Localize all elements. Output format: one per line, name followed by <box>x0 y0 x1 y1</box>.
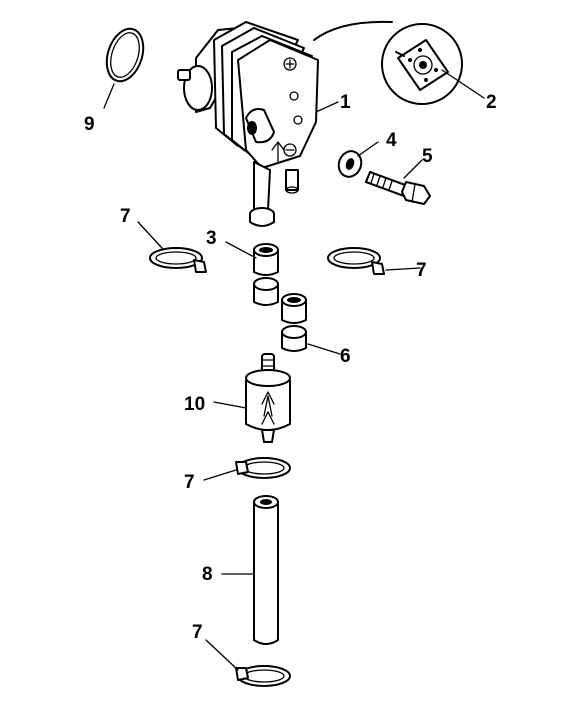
hose-clamp-part-upper-right <box>327 247 385 275</box>
callout-6: 6 <box>340 346 351 367</box>
callout-8: 8 <box>202 564 213 585</box>
hose-clamp-part-upper-left <box>149 247 207 273</box>
hose-clamp-part-lower <box>235 665 291 687</box>
fuel-pump-part <box>177 21 319 227</box>
callout-7-upper-left: 7 <box>120 206 131 227</box>
leader-lines <box>103 69 485 671</box>
callout-9: 9 <box>84 114 95 135</box>
fuel-hose-part <box>253 495 279 645</box>
hose-clamp-part-middle <box>235 457 291 479</box>
washer-part <box>337 150 363 178</box>
callout-10: 10 <box>184 394 205 415</box>
callout-2: 2 <box>486 92 497 113</box>
callout-7-middle: 7 <box>184 472 195 493</box>
detail-leader-line <box>313 20 393 41</box>
hose-segment-part-left <box>253 243 279 306</box>
fuel-filter-part <box>245 353 291 443</box>
hose-segment-part-right <box>281 293 307 352</box>
callout-4: 4 <box>386 130 397 151</box>
callout-1: 1 <box>340 92 351 113</box>
o-ring-part <box>105 27 145 83</box>
callout-5: 5 <box>422 146 433 167</box>
callout-3: 3 <box>206 228 217 249</box>
bolt-part <box>365 171 431 205</box>
callout-7-lower: 7 <box>192 622 203 643</box>
callout-7-upper-right: 7 <box>416 260 427 281</box>
diaphragm-detail-part <box>381 23 463 105</box>
